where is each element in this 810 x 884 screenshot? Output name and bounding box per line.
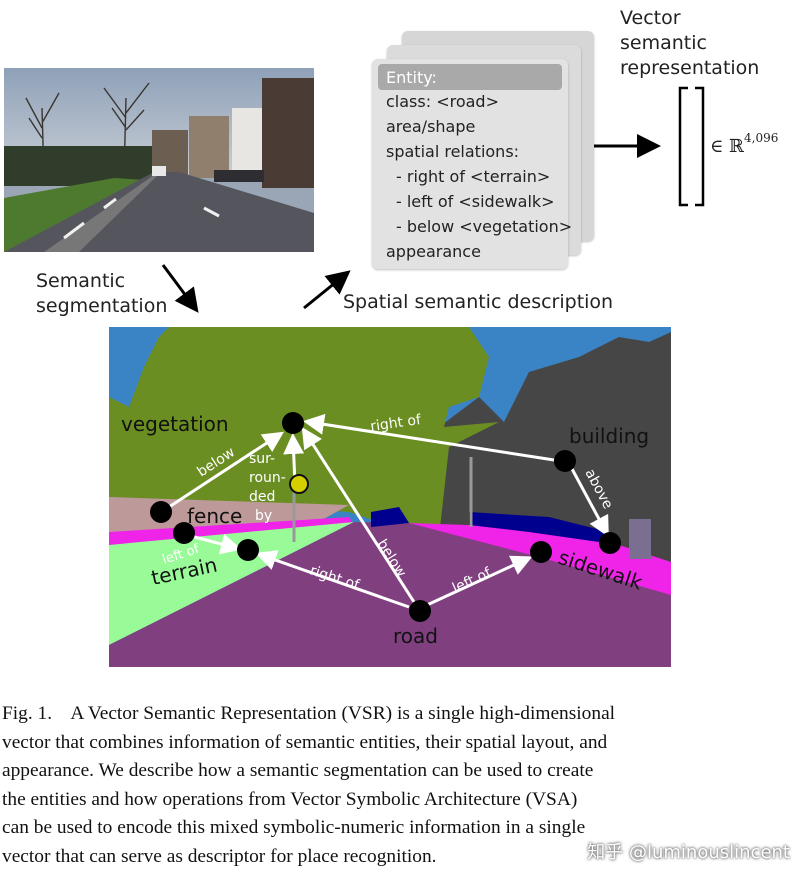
card-line-appearance: appearance <box>386 242 481 261</box>
rel-right-of-top-arrow <box>303 413 555 462</box>
math-symbol: ∈ ℝ <box>710 136 745 157</box>
card-line-area: area/shape <box>386 117 476 136</box>
seg-sidewalk-right <box>409 523 671 595</box>
spatial-arrow <box>303 270 351 310</box>
rel-right-of-bottom-arrow <box>255 550 410 609</box>
vector-bracket-left <box>678 86 688 207</box>
card-line-class: class: <road> <box>386 92 499 111</box>
rel-surrounded-1: sur- <box>249 451 275 467</box>
node-building <box>554 450 576 472</box>
node-road <box>409 600 431 622</box>
seg-cars <box>371 507 609 542</box>
node-fence-2 <box>173 522 195 544</box>
rel-surrounded-2: roun- <box>249 470 286 486</box>
node-terrain <box>237 539 259 561</box>
card-line-below: - below <vegetation> <box>396 217 573 236</box>
caption-line-3: appearance. We describe how a semantic s… <box>2 760 594 781</box>
card-line-spatial: spatial relations: <box>386 142 520 161</box>
caption-line-1: Fig. 1. A Vector Semantic Representation… <box>2 703 616 724</box>
entity-card: Entity: class: <road> area/shape spatial… <box>372 59 572 269</box>
label-fence: fence <box>187 504 242 528</box>
card-line-left-of: - left of <sidewalk> <box>396 192 555 211</box>
rel-left-of-small-arrow <box>186 533 242 555</box>
rel-right-of-top-label: right of <box>369 412 423 435</box>
rel-above-arrow <box>569 466 609 538</box>
seg-label-2: segmentation <box>36 295 168 317</box>
rel-surrounded-4: by <box>255 508 272 524</box>
vector-bracket-right <box>695 86 705 207</box>
vector-heading-2: semantic <box>620 32 707 54</box>
entity-title-bar: Entity: <box>378 64 562 90</box>
caption-line-4: the entities and how operations from Vec… <box>2 788 578 810</box>
card-line-right-of: - right of <terrain> <box>396 167 551 186</box>
vector-heading-1: Vector <box>620 7 681 29</box>
label-building: building <box>569 424 649 448</box>
entity-title: Entity: <box>386 68 437 87</box>
caption-line-5: can be used to encode this mixed symboli… <box>2 817 586 838</box>
node-traffic-light <box>289 474 309 494</box>
node-sidewalk-2 <box>599 532 621 554</box>
top-arrows <box>161 86 705 313</box>
label-road: road <box>393 624 438 648</box>
spatial-label: Spatial semantic description <box>343 291 614 313</box>
caption-line-6: vector that can serve as descriptor for … <box>2 845 437 867</box>
node-vegetation <box>282 412 304 434</box>
street-photo <box>4 68 314 252</box>
math-expression: ∈ ℝ4,096 <box>710 131 779 157</box>
seg-label-1: Semantic <box>36 270 126 292</box>
math-exponent: 4,096 <box>744 131 779 145</box>
figure-caption: Fig. 1. A Vector Semantic Representation… <box>2 700 792 871</box>
vector-heading-3: representation <box>620 57 760 79</box>
label-vegetation: vegetation <box>121 412 229 436</box>
rel-left-of-bottom-arrow <box>426 555 533 607</box>
node-sidewalk <box>530 541 552 563</box>
caption-line-2: vector that combines information of sema… <box>2 731 608 753</box>
seg-arrow <box>161 264 199 313</box>
segmentation-map: vegetation building fence terrain sidewa… <box>109 327 671 667</box>
rel-surrounded-3: ded <box>249 489 275 505</box>
rel-below-2-arrow <box>301 426 416 603</box>
street-photo-svg <box>4 68 314 252</box>
watermark: 知乎 @luminouslincent <box>587 842 790 863</box>
seg-person <box>629 519 651 559</box>
node-fence <box>150 501 172 523</box>
rel-below-arrow <box>168 431 285 509</box>
